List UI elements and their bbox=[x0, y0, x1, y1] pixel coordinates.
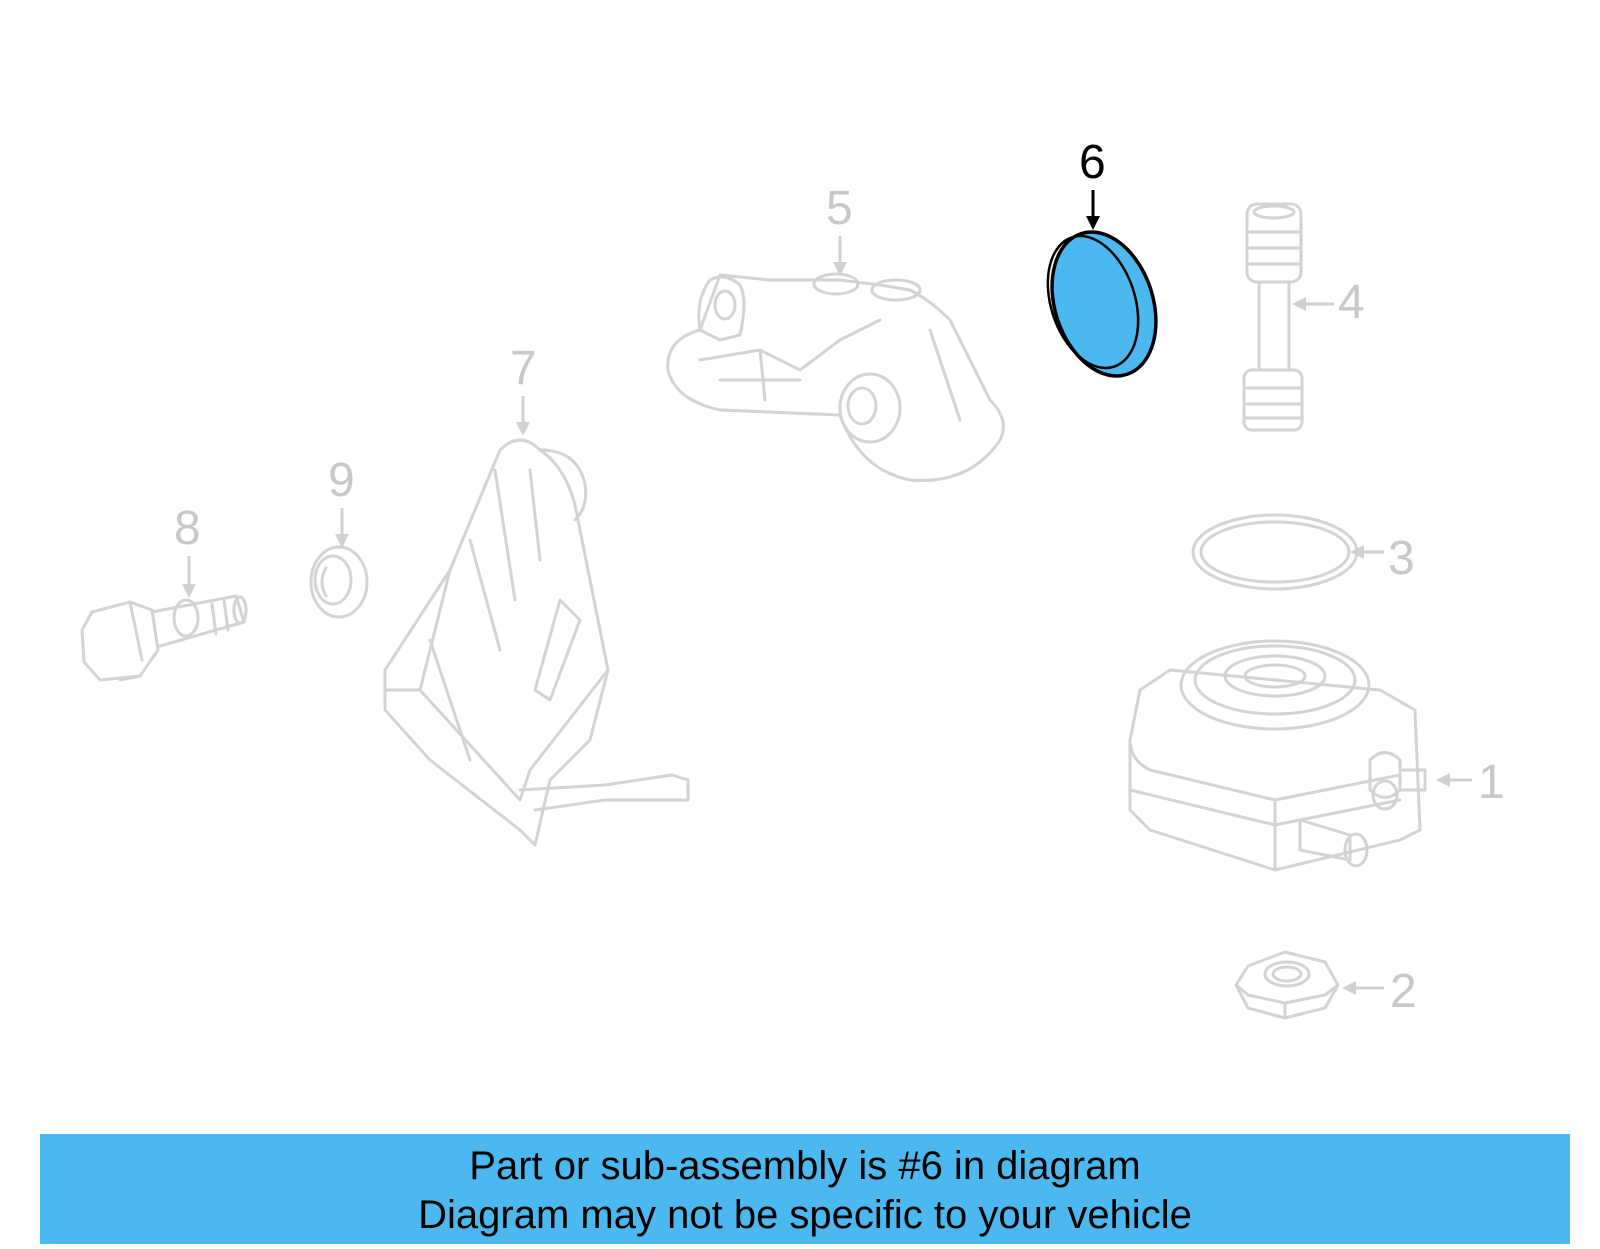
label-7: 7 bbox=[510, 342, 537, 395]
part-2-hex-nut[interactable] bbox=[1234, 950, 1340, 1020]
info-banner: Part or sub-assembly is #6 in diagram Di… bbox=[40, 1134, 1570, 1244]
label-3: 3 bbox=[1388, 532, 1415, 585]
label-4: 4 bbox=[1338, 276, 1365, 329]
label-1: 1 bbox=[1478, 756, 1505, 809]
part-3-o-ring[interactable] bbox=[1191, 513, 1359, 591]
label-5: 5 bbox=[826, 182, 853, 235]
part-8-bolt[interactable] bbox=[80, 594, 248, 682]
part-6-cap[interactable] bbox=[1032, 218, 1173, 389]
label-8: 8 bbox=[174, 502, 201, 555]
banner-line-disclaimer: Diagram may not be specific to your vehi… bbox=[418, 1193, 1192, 1237]
part-1-oil-cooler[interactable] bbox=[1128, 639, 1427, 872]
label-6: 6 bbox=[1079, 136, 1106, 189]
part-9-seal[interactable] bbox=[309, 545, 369, 619]
banner-line-part: Part or sub-assembly is #6 in diagram bbox=[469, 1144, 1141, 1188]
part-5-housing[interactable] bbox=[666, 272, 1005, 482]
part-4-tube[interactable] bbox=[1242, 202, 1304, 432]
label-2: 2 bbox=[1390, 965, 1417, 1018]
part-7-bracket[interactable] bbox=[383, 438, 690, 847]
label-9: 9 bbox=[328, 454, 355, 507]
